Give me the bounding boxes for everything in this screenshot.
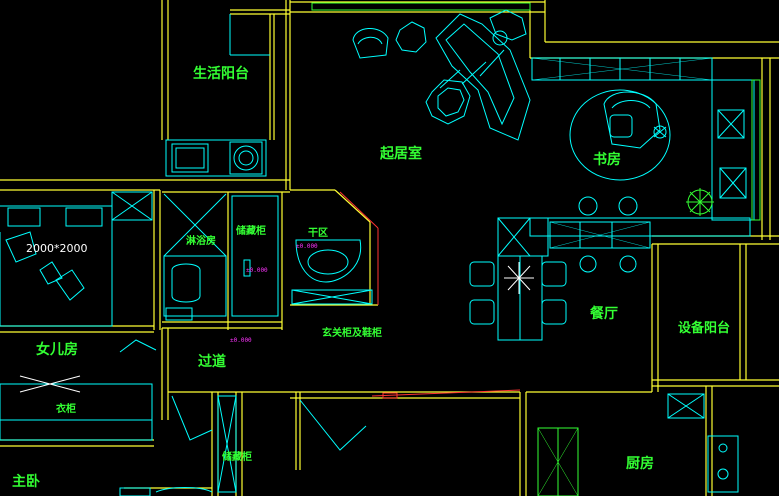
room-label-storage-lower: 储藏柜 [221,450,252,463]
room-label-dining: 餐厅 [589,305,618,322]
room-label-master-bedroom: 主卧 [12,473,40,490]
room-label-study: 书房 [593,151,621,168]
furniture [0,2,761,496]
bed-dimension: 2000*2000 [26,242,88,255]
red-lines [339,191,521,399]
room-label-daughter-room: 女儿房 [36,341,78,358]
room-label-kitchen: 厨房 [626,455,654,472]
room-label-corridor: 过道 [198,353,226,370]
room-label-storage-upper: 储藏柜 [235,224,266,237]
room-label-dry-zone: 干区 [308,227,328,239]
room-label-wardrobe: 衣柜 [56,402,76,415]
room-label-equipment-balcony: 设备阳台 [678,320,730,336]
plant-icon [504,188,714,294]
room-label-utility-balcony: 生活阳台 [193,65,249,82]
level-mark-1: ±0.000 [246,267,268,274]
room-label-entry-cabinet: 玄关柜及鞋柜 [322,326,382,339]
room-label-shower: 淋浴房 [186,234,216,247]
level-mark-3: ±0.000 [296,243,318,250]
room-label-living-room: 起居室 [379,145,422,162]
level-mark-2: ±0.000 [230,337,252,344]
